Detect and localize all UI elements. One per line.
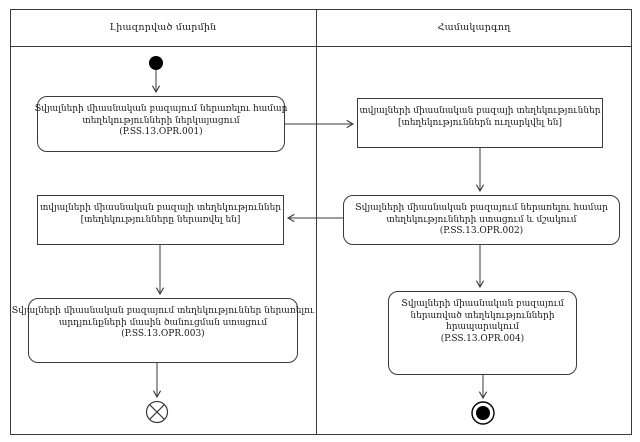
action-text: հրապարակում	[445, 322, 520, 332]
action-text: Տվյալների միասնական բազայում ներառելու հ…	[355, 203, 608, 213]
action-text: Տվյալների միասնական բազայում	[401, 299, 564, 309]
swimlane-header-coordinator: Համակարգող	[316, 9, 632, 47]
object-text: տվյալների միասնական բազայի տեղեկությունն…	[359, 106, 601, 116]
action-node-opr-003: Տվյալների միասնական բազայում տեղեկությու…	[12, 298, 314, 363]
swimlane-label: Լիազորված մարմին	[109, 22, 217, 33]
swimlane-divider	[316, 9, 317, 435]
object-text: տվյալների միասնական բազայի տեղեկությունն…	[39, 203, 282, 213]
action-code: (P.SS.13.OPR.004)	[440, 333, 525, 344]
swimlane-label: Համակարգող	[437, 22, 511, 33]
action-node-opr-002: Տվյալների միասնական բազայում ներառելու հ…	[343, 195, 620, 245]
action-text: տեղեկությունների ներկայացում	[82, 115, 240, 126]
action-text: Տվյալների միասնական բազայում տեղեկությու…	[11, 306, 315, 316]
swimlane-header-authorized-body: Լիազորված մարմին	[10, 9, 316, 47]
object-state: [տեղեկությունները ներառվել են]	[80, 214, 241, 225]
object-node-info-included: տվյալների միասնական բազայի տեղեկությունն…	[37, 195, 284, 245]
action-code: (P.SS.13.OPR.003)	[121, 329, 205, 339]
action-text: Տվյալների միասնական բազայում ներառելու հ…	[34, 104, 288, 114]
object-node-info-sent: տվյալների միասնական բազայի տեղեկությունն…	[357, 98, 603, 148]
action-code: (P.SS.13.OPR.002)	[439, 226, 524, 236]
object-state: [տեղեկություններն ուղարկվել են]	[397, 117, 562, 128]
action-text: արդյունքների մասին ծանուցման ստացում	[58, 317, 268, 328]
action-text: ներառված տեղեկությունների	[410, 310, 555, 321]
action-node-opr-004: Տվյալների միասնական բազայում ներառված տե…	[388, 291, 577, 375]
action-text: տեղեկությունների ստացում և մշակում	[386, 214, 577, 225]
action-node-opr-001: Տվյալների միասնական բազայում ներառելու հ…	[34, 96, 288, 152]
action-code: (P.SS.13.OPR.001)	[119, 127, 203, 137]
